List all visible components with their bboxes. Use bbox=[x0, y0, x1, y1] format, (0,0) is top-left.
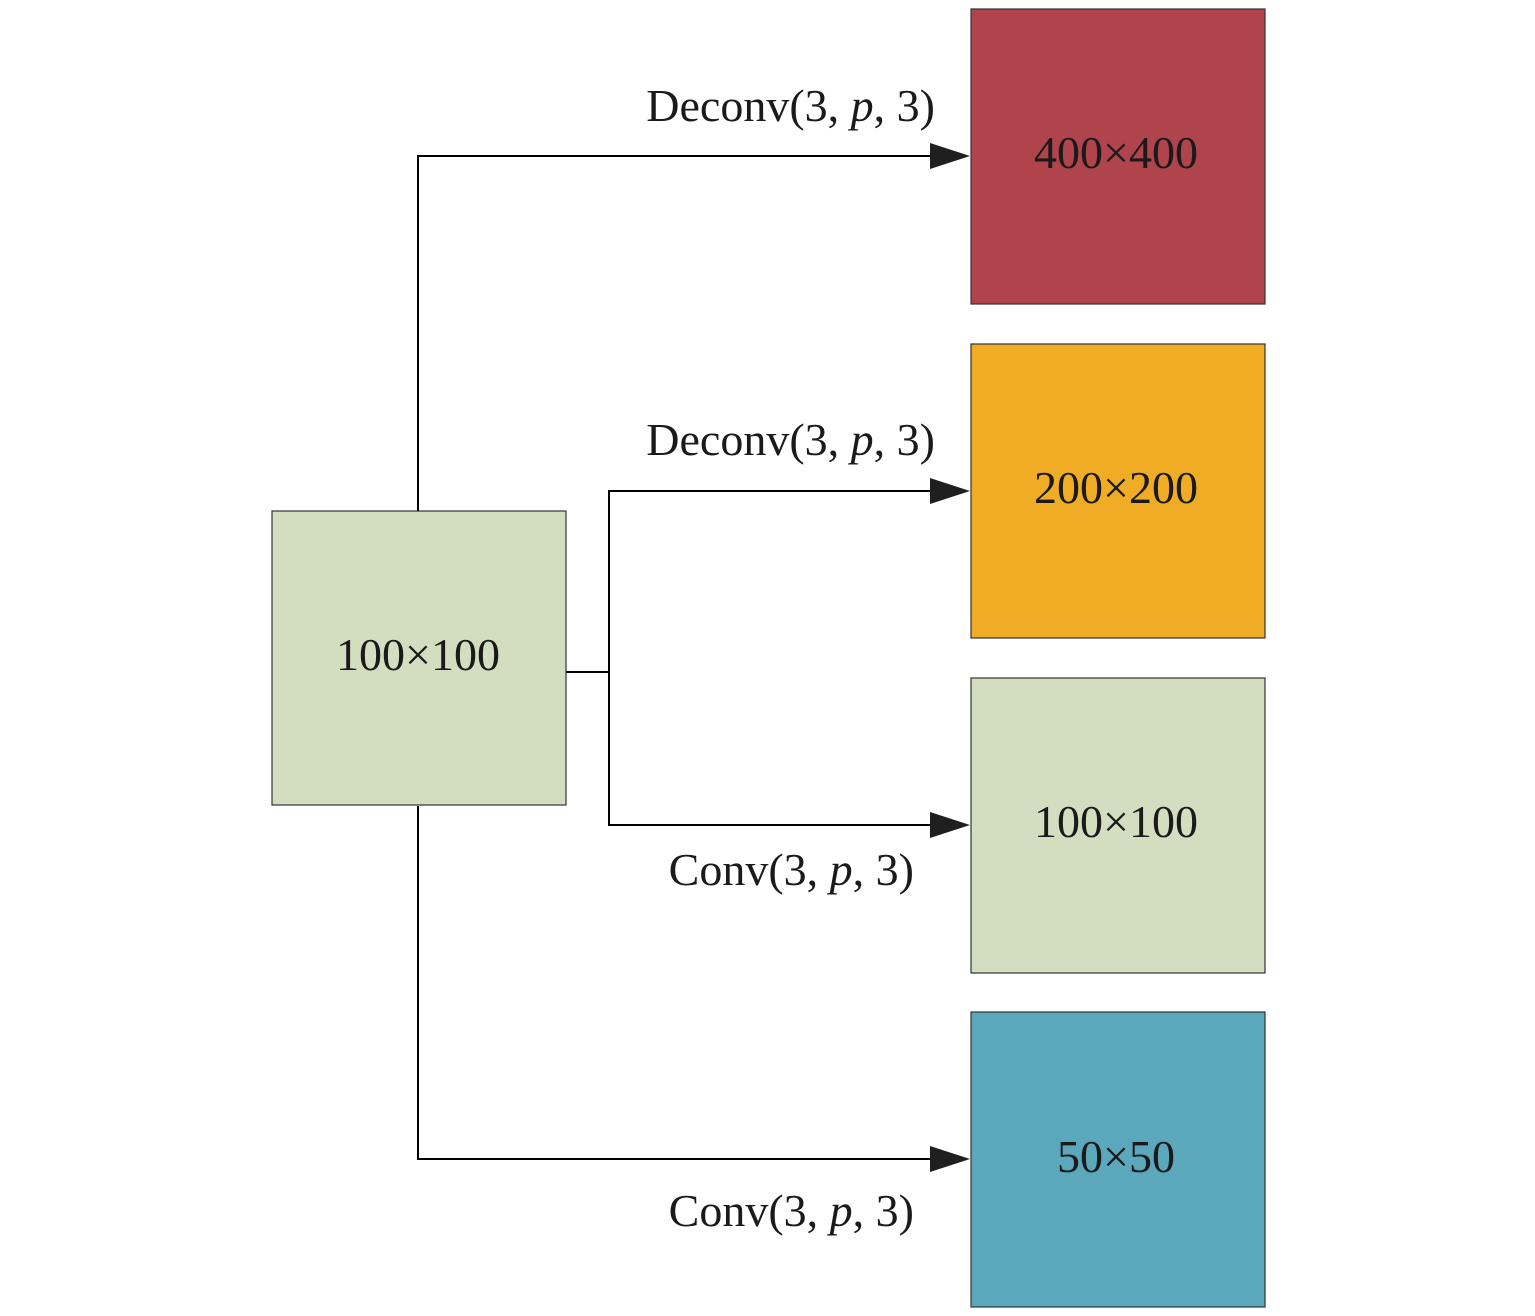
output-block-label: 50×50 bbox=[1057, 1131, 1175, 1182]
op-param: p bbox=[848, 414, 874, 465]
output-block-rect bbox=[970, 677, 1266, 974]
output-block-rect bbox=[970, 8, 1266, 305]
output-block-rect bbox=[970, 1011, 1266, 1308]
output-block-400: 400×400 bbox=[970, 8, 1266, 305]
output-block-label: 400×400 bbox=[1034, 127, 1198, 178]
arrowheads bbox=[930, 143, 970, 1172]
op-name: Conv bbox=[669, 1185, 769, 1236]
arrowhead-icon bbox=[930, 812, 970, 838]
output-block-rect bbox=[970, 343, 1266, 639]
op-args-post: , 3) bbox=[874, 414, 935, 465]
input-block-rect bbox=[271, 510, 567, 806]
connectors bbox=[417, 155, 932, 1160]
output-block-100: 100×100 bbox=[970, 677, 1266, 974]
op-name: Deconv bbox=[646, 80, 789, 131]
connector-to-100 bbox=[608, 672, 932, 826]
connector-to-50 bbox=[417, 806, 932, 1160]
output-block-50: 50×50 bbox=[970, 1011, 1266, 1308]
op-label-deconv-200: Deconv(3, p, 3) bbox=[646, 414, 935, 465]
op-label-deconv-400: Deconv(3, p, 3) bbox=[646, 80, 935, 131]
connector-to-400 bbox=[417, 155, 932, 511]
op-label-conv-50: Conv(3, p, 3) bbox=[669, 1185, 914, 1236]
op-args-post: , 3) bbox=[853, 844, 914, 895]
op-param: p bbox=[827, 844, 853, 895]
op-param: p bbox=[827, 1185, 853, 1236]
output-block-label: 200×200 bbox=[1034, 462, 1198, 513]
input-block: 100×100 bbox=[271, 510, 567, 806]
output-block-label: 100×100 bbox=[1034, 796, 1198, 847]
op-name: Deconv bbox=[646, 414, 789, 465]
input-block-label: 100×100 bbox=[336, 629, 500, 680]
arrowhead-icon bbox=[930, 1146, 970, 1172]
op-label-conv-100: Conv(3, p, 3) bbox=[669, 844, 914, 895]
output-block-200: 200×200 bbox=[970, 343, 1266, 639]
op-args-pre: (3, bbox=[768, 1185, 829, 1236]
op-args-post: , 3) bbox=[853, 1185, 914, 1236]
op-param: p bbox=[848, 80, 874, 131]
arrowhead-icon bbox=[930, 478, 970, 504]
op-name: Conv bbox=[669, 844, 769, 895]
op-args-post: , 3) bbox=[874, 80, 935, 131]
op-args-pre: (3, bbox=[768, 844, 829, 895]
op-args-pre: (3, bbox=[789, 414, 850, 465]
op-args-pre: (3, bbox=[789, 80, 850, 131]
connector-to-200 bbox=[608, 490, 932, 672]
arrowhead-icon bbox=[930, 143, 970, 169]
